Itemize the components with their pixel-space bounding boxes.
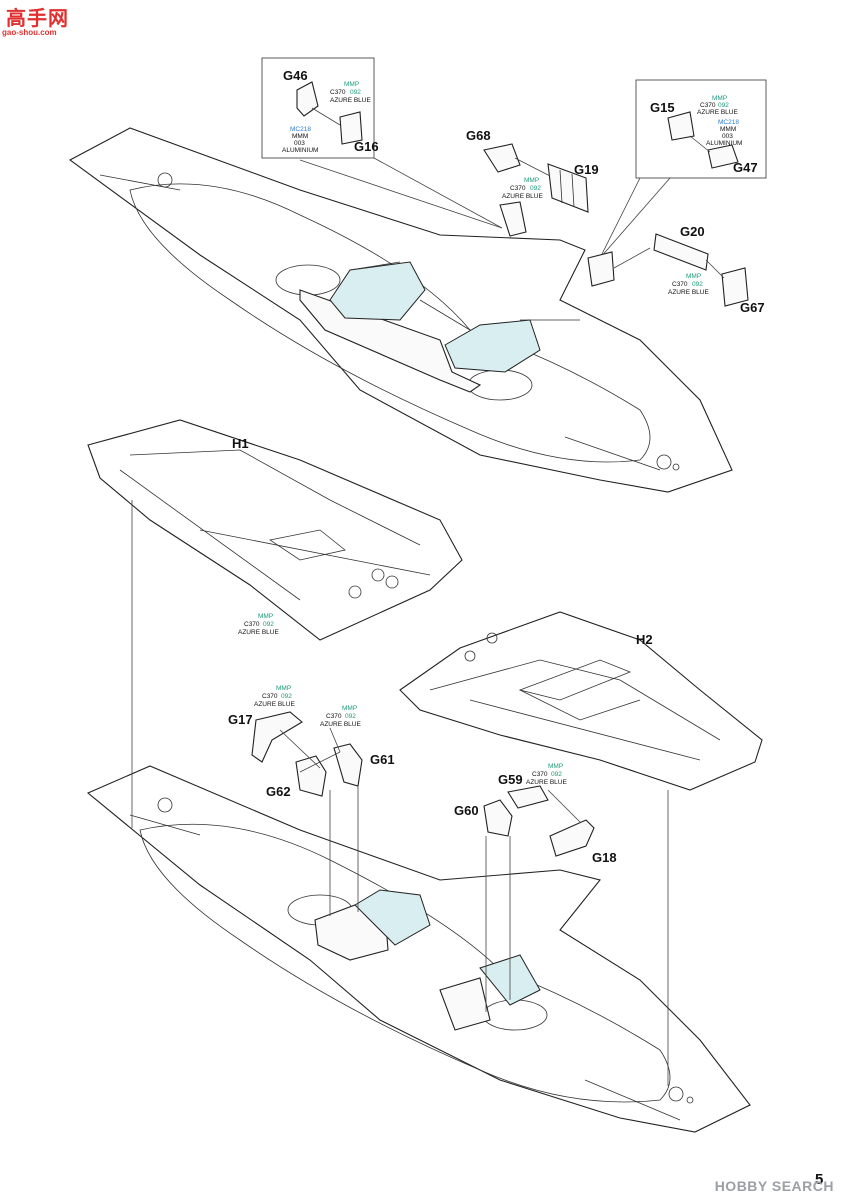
- logo-text: 高手网: [6, 8, 69, 30]
- svg-text:C370: C370: [700, 102, 716, 109]
- part-g67: G67: [705, 259, 765, 315]
- svg-text:MC218: MC218: [290, 126, 311, 133]
- color-callout-azure-blue: MMP C370 092 AZURE BLUE: [526, 763, 567, 786]
- svg-text:AZURE BLUE: AZURE BLUE: [526, 779, 567, 786]
- svg-text:092: 092: [530, 185, 541, 192]
- part-g68: G68: [466, 128, 527, 237]
- svg-text:C370: C370: [326, 713, 342, 720]
- part-g18: G18: [549, 819, 617, 865]
- svg-text:C370: C370: [510, 185, 526, 192]
- color-callout-aluminium: MC218 MMM 003 ALUMINIUM: [706, 119, 742, 147]
- svg-text:092: 092: [281, 693, 292, 700]
- part-label-g60: G60: [454, 803, 479, 818]
- svg-text:AZURE BLUE: AZURE BLUE: [502, 193, 543, 200]
- part-label-g17: G17: [228, 712, 253, 727]
- svg-text:C370: C370: [532, 771, 548, 778]
- color-callout-azure-blue: MMP C370 092 AZURE BLUE: [238, 613, 279, 636]
- part-label-g67: G67: [740, 300, 765, 315]
- part-h2: H2: [399, 611, 763, 791]
- svg-text:C370: C370: [330, 89, 346, 96]
- logo-url: gao-shou.com: [2, 28, 57, 37]
- part-label-g62: G62: [266, 784, 291, 799]
- svg-text:MMM: MMM: [292, 133, 308, 140]
- hobby-search-watermark: HOBBY SEARCH: [714, 1178, 834, 1194]
- color-callout-azure-blue: MMP C370 092 AZURE BLUE: [502, 177, 543, 200]
- upper-lower-wing-assembly: [68, 127, 733, 493]
- inset-g15-g47: G15 G47 MMP C370 092 AZURE BLUE MC218 MM…: [635, 79, 767, 179]
- part-label-g68: G68: [466, 128, 491, 143]
- color-callout-azure-blue: MMP C370 092 AZURE BLUE: [697, 95, 738, 116]
- svg-text:MMP: MMP: [276, 685, 291, 692]
- svg-text:AZURE BLUE: AZURE BLUE: [668, 289, 709, 296]
- inset-g46-g16: G46 G16 MMP C370 092 AZURE BLUE MC218 MM…: [261, 57, 379, 159]
- color-callout-aluminium: MC218 MMM 003 ALUMINIUM: [282, 126, 318, 154]
- part-label-h2: H2: [636, 632, 653, 647]
- svg-text:ALUMINIUM: ALUMINIUM: [706, 140, 742, 147]
- svg-text:MMM: MMM: [720, 126, 736, 133]
- part-label-h1: H1: [232, 436, 249, 451]
- part-label-g16: G16: [354, 139, 379, 154]
- svg-text:MMP: MMP: [686, 273, 701, 280]
- svg-text:092: 092: [350, 89, 361, 96]
- page-number: 5: [815, 1171, 823, 1188]
- part-g60: G60: [454, 799, 513, 837]
- svg-text:MMP: MMP: [258, 613, 273, 620]
- part-g61: G61: [333, 743, 395, 787]
- site-logo: 高手网 gao-shou.com: [0, 0, 74, 44]
- part-g19: G19: [514, 157, 599, 213]
- part-label-g19: G19: [574, 162, 599, 177]
- svg-text:MMP: MMP: [342, 705, 357, 712]
- part-g62: G62: [266, 755, 327, 799]
- svg-text:C370: C370: [244, 621, 260, 628]
- svg-text:092: 092: [345, 713, 356, 720]
- color-callout-azure-blue: MMP C370 092 AZURE BLUE: [668, 273, 709, 296]
- svg-text:AZURE BLUE: AZURE BLUE: [320, 721, 361, 728]
- svg-text:MMP: MMP: [524, 177, 539, 184]
- part-h1: H1: [87, 419, 463, 641]
- part-g59: G59: [498, 772, 549, 809]
- part-g17: G17: [228, 711, 303, 763]
- svg-text:003: 003: [294, 140, 305, 147]
- svg-text:092: 092: [551, 771, 562, 778]
- svg-text:MMP: MMP: [548, 763, 563, 770]
- part-label-g20: G20: [680, 224, 705, 239]
- svg-text:092: 092: [692, 281, 703, 288]
- part-label-g46: G46: [283, 68, 308, 83]
- part-label-g61: G61: [370, 752, 395, 767]
- svg-text:AZURE BLUE: AZURE BLUE: [254, 701, 295, 708]
- part-g20: G20: [587, 224, 709, 287]
- svg-text:MC218: MC218: [718, 119, 739, 126]
- svg-text:ALUMINIUM: ALUMINIUM: [282, 147, 318, 154]
- part-label-g15: G15: [650, 100, 675, 115]
- svg-text:092: 092: [263, 621, 274, 628]
- svg-text:C370: C370: [672, 281, 688, 288]
- part-label-g59: G59: [498, 772, 523, 787]
- lower-wing-assembly: [86, 765, 751, 1133]
- svg-text:C370: C370: [262, 693, 278, 700]
- svg-text:092: 092: [718, 102, 729, 109]
- color-callout-azure-blue: MMP C370 092 AZURE BLUE: [254, 685, 295, 708]
- svg-text:MMP: MMP: [344, 81, 359, 88]
- svg-text:003: 003: [722, 133, 733, 140]
- part-label-g18: G18: [592, 850, 617, 865]
- svg-text:AZURE BLUE: AZURE BLUE: [238, 629, 279, 636]
- svg-text:AZURE BLUE: AZURE BLUE: [697, 109, 738, 116]
- color-callout-azure-blue: MMP C370 092 AZURE BLUE: [330, 81, 371, 104]
- color-callout-azure-blue: MMP C370 092 AZURE BLUE: [320, 705, 361, 728]
- part-label-g47: G47: [733, 160, 758, 175]
- svg-text:MMP: MMP: [712, 95, 727, 102]
- svg-text:AZURE BLUE: AZURE BLUE: [330, 97, 371, 104]
